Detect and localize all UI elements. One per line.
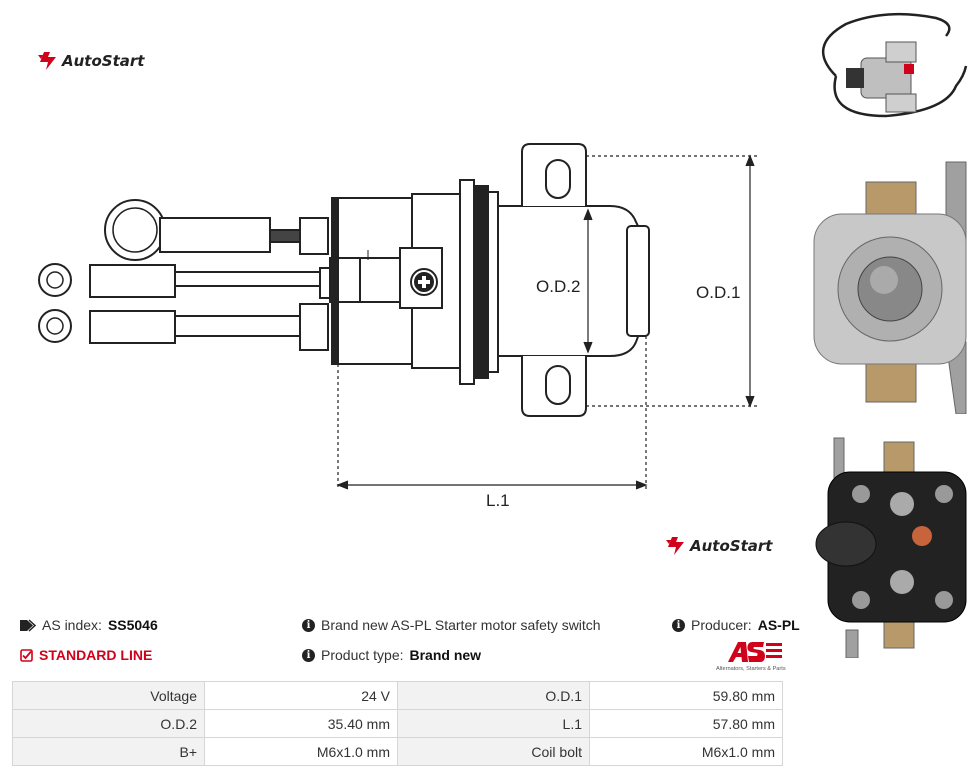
as-pl-tagline: Alternators, Starters & Parts (716, 666, 786, 672)
as-pl-logo: Alternators, Starters & Parts (716, 642, 786, 672)
dimension-od1-label: O.D.1 (696, 283, 740, 302)
autostart-logo-icon (38, 52, 56, 70)
product-type-label: Product type: (321, 647, 404, 663)
table-row: Voltage 24 V O.D.1 59.80 mm (12, 681, 783, 710)
product-description-text: Brand new AS-PL Starter motor safety swi… (321, 617, 601, 633)
product-line-label: STANDARD LINE (39, 647, 153, 663)
spec-label: Voltage (12, 681, 205, 710)
dimension-od2-label: O.D.2 (536, 277, 580, 296)
brand-name: AutoStart (62, 52, 145, 70)
specs-table: Voltage 24 V O.D.1 59.80 mm O.D.2 35.40 … (12, 681, 783, 766)
spec-value: 57.80 mm (589, 709, 783, 738)
as-index-value: SS5046 (107, 617, 158, 633)
brand-logo-middle: AutoStart (664, 536, 772, 556)
spec-label: B+ (12, 737, 205, 766)
check-square-icon (20, 648, 33, 662)
spec-value: 24 V (204, 681, 398, 710)
as-index-label: AS index: (42, 617, 102, 633)
producer: i Producer: AS-PL (672, 617, 800, 633)
info-icon: i (302, 618, 315, 632)
spec-label: L.1 (397, 709, 590, 738)
spec-value: M6x1.0 mm (204, 737, 398, 766)
product-description: i Brand new AS-PL Starter motor safety s… (302, 617, 601, 633)
technical-drawing: O.D.2 O.D.1 L.1 (38, 143, 758, 510)
product-photo-back[interactable] (806, 432, 968, 658)
producer-label: Producer: (691, 617, 752, 633)
spec-value: M6x1.0 mm (589, 737, 783, 766)
spec-label: Coil bolt (397, 737, 590, 766)
product-line: STANDARD LINE (20, 647, 152, 663)
dimension-l1-label: L.1 (486, 491, 510, 510)
as-index-info: AS index: SS5046 (20, 617, 158, 633)
producer-value: AS-PL (757, 617, 800, 633)
product-type-value: Brand new (409, 647, 482, 663)
spec-label: O.D.1 (397, 681, 590, 710)
table-row: B+ M6x1.0 mm Coil bolt M6x1.0 mm (12, 737, 783, 766)
product-type: i Product type: Brand new (302, 647, 481, 663)
tag-icon (20, 618, 36, 632)
info-icon: i (672, 618, 685, 632)
product-photo-front[interactable] (806, 152, 968, 414)
spec-value: 59.80 mm (589, 681, 783, 710)
table-row: O.D.2 35.40 mm L.1 57.80 mm (12, 709, 783, 738)
brand-logo-top: AutoStart (36, 51, 144, 71)
autostart-logo-icon (666, 537, 684, 555)
product-photo-cable[interactable] (806, 6, 968, 126)
info-icon: i (302, 648, 315, 662)
brand-name: AutoStart (690, 537, 773, 555)
spec-label: O.D.2 (12, 709, 205, 738)
spec-value: 35.40 mm (204, 709, 398, 738)
